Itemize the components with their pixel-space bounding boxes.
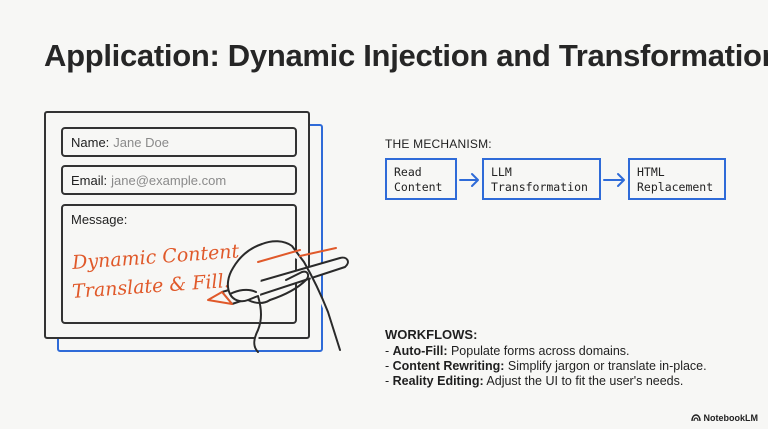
workflow-heading: Auto-Fill: xyxy=(392,344,448,358)
workflow-item: - Content Rewriting: Simplify jargon or … xyxy=(385,359,707,374)
brand-watermark: NotebookLM xyxy=(690,413,759,423)
workflow-heading: Content Rewriting: xyxy=(392,359,505,373)
workflow-text: Adjust the UI to fit the user's needs. xyxy=(483,374,684,388)
step-1-line-2: Content xyxy=(394,180,443,194)
name-field[interactable]: Name: Jane Doe xyxy=(61,127,297,157)
bullet-dash: - xyxy=(385,344,393,358)
email-field[interactable]: Email: jane@example.com xyxy=(61,165,297,195)
bullet-dash: - xyxy=(385,374,393,388)
page-title: Application: Dynamic Injection and Trans… xyxy=(44,38,768,73)
workflow-item: - Auto-Fill: Populate forms across domai… xyxy=(385,344,707,359)
step-read-content: Read Content xyxy=(385,158,457,200)
step-3-line-2: Replacement xyxy=(637,180,714,194)
name-label: Name: xyxy=(71,134,110,150)
form-illustration: Name: Jane Doe Email: jane@example.com M… xyxy=(44,111,310,339)
workflows-list: - Auto-Fill: Populate forms across domai… xyxy=(385,344,707,389)
workflow-text: Populate forms across domains. xyxy=(447,344,630,358)
message-label: Message: xyxy=(71,212,128,227)
arrow-right-icon xyxy=(603,173,625,187)
notebooklm-logo-icon xyxy=(690,414,701,422)
mechanism-title: THE MECHANISM: xyxy=(385,137,492,151)
workflows-title: WORKFLOWS: xyxy=(385,327,478,342)
name-value: Jane Doe xyxy=(113,134,169,150)
message-field[interactable]: Message: xyxy=(61,204,297,324)
workflow-item: - Reality Editing: Adjust the UI to fit … xyxy=(385,374,707,389)
step-2-line-2: Transformation xyxy=(491,180,588,194)
step-html-replacement: HTML Replacement xyxy=(628,158,726,200)
step-3-line-1: HTML xyxy=(637,165,665,179)
step-llm-transformation: LLM Transformation xyxy=(482,158,601,200)
step-2-line-1: LLM xyxy=(491,165,512,179)
workflow-text: Simplify jargon or translate in-place. xyxy=(504,359,707,373)
bullet-dash: - xyxy=(385,359,393,373)
brand-name: NotebookLM xyxy=(703,413,759,423)
email-label: Email: xyxy=(71,172,108,188)
step-1-line-1: Read xyxy=(394,165,422,179)
workflow-heading: Reality Editing: xyxy=(392,374,484,388)
arrow-right-icon xyxy=(459,173,479,187)
email-value: jane@example.com xyxy=(111,172,227,188)
